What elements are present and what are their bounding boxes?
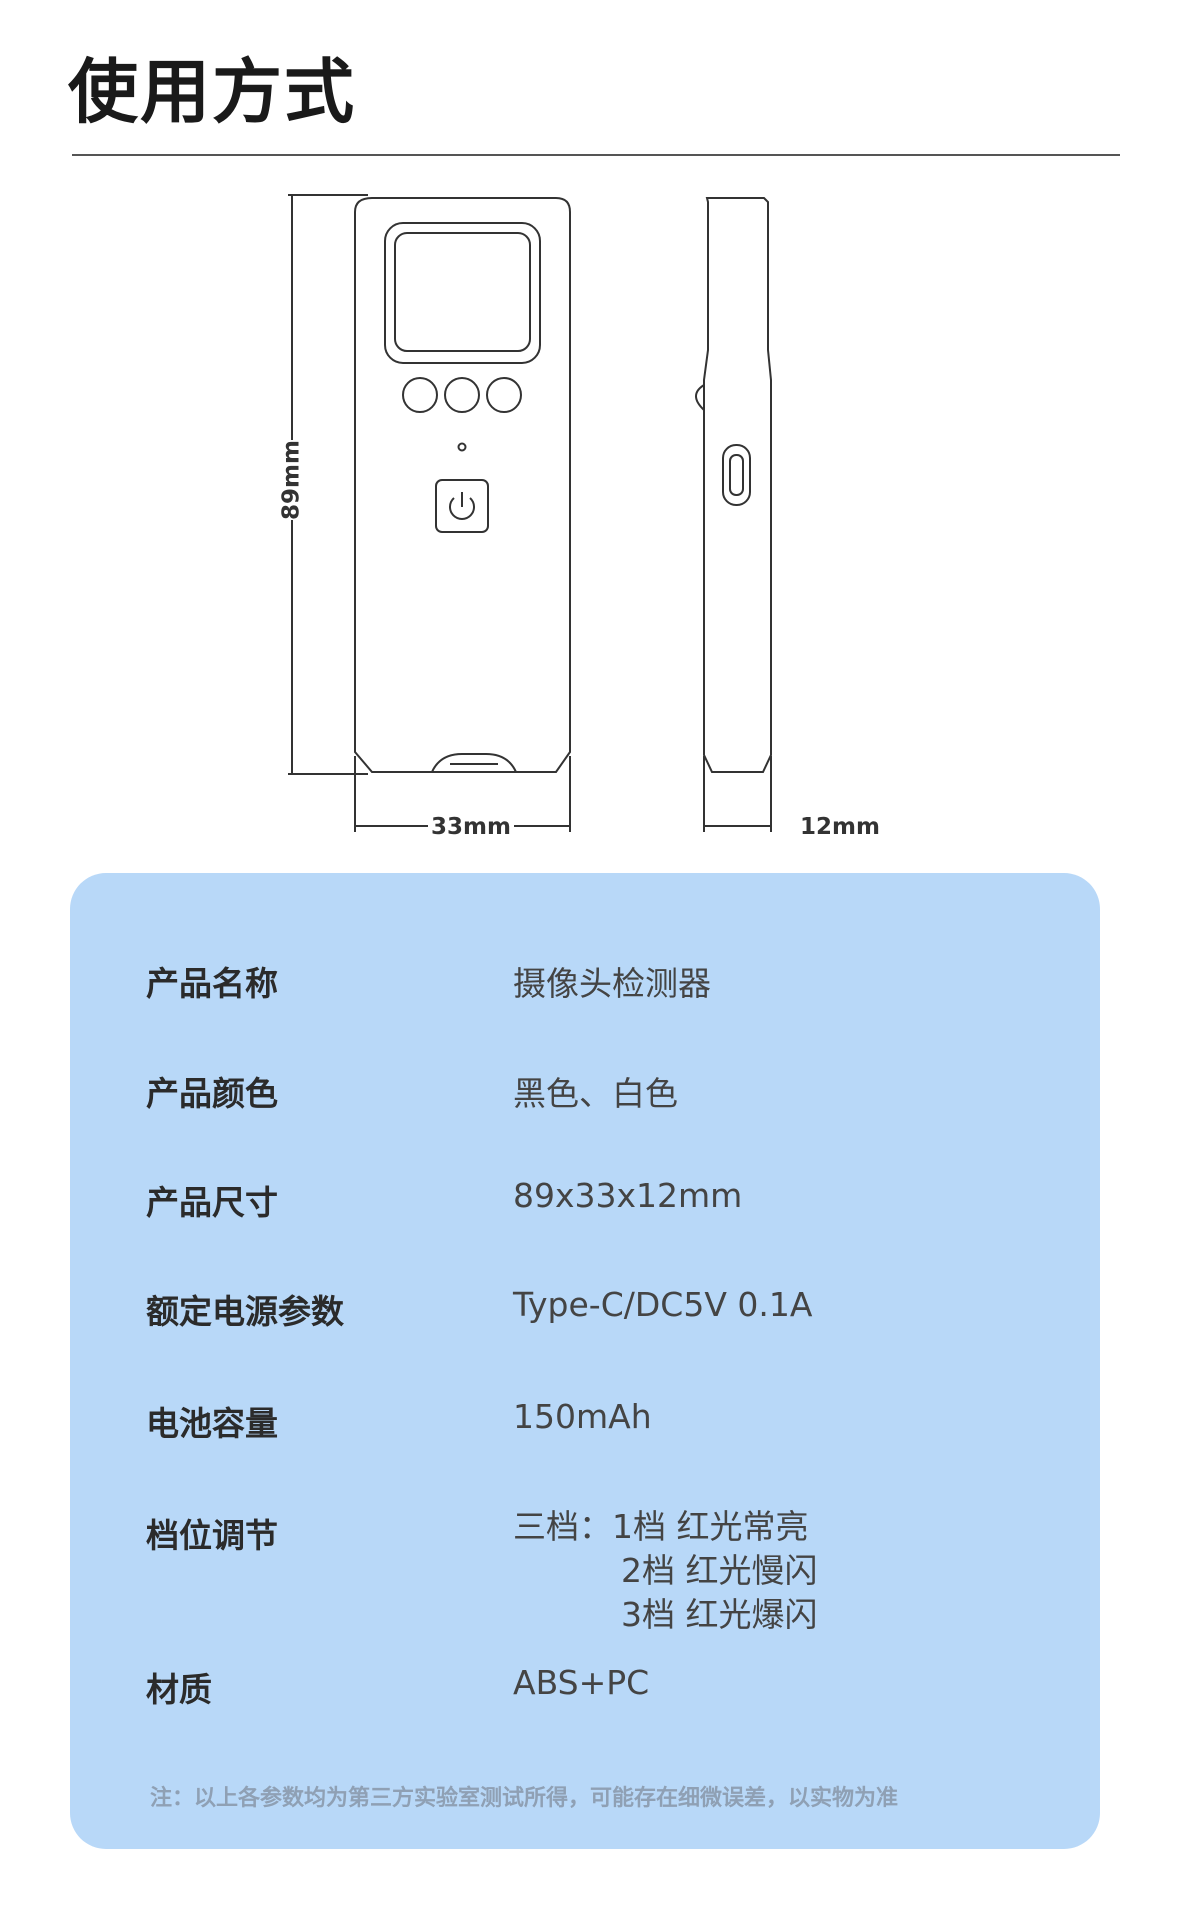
- title-divider: [72, 154, 1120, 156]
- spec-label-material: 材质: [146, 1670, 212, 1709]
- spec-label-modes: 档位调节: [146, 1516, 278, 1555]
- spec-label-color: 产品颜色: [146, 1074, 278, 1113]
- spec-value-name: 摄像头检测器: [513, 964, 711, 1003]
- depth-label: 12mm: [800, 814, 880, 840]
- side-body-outline: [703, 197, 772, 773]
- device-dimension-diagram: 89mm 33mm 12mm: [279, 194, 880, 840]
- mode-line-3: 3档 红光爆闪: [621, 1595, 818, 1634]
- led-dot: [457, 442, 467, 452]
- spec-label-size: 产品尺寸: [146, 1183, 278, 1222]
- power-button-icon: [435, 479, 489, 533]
- mode-line-1: 三档：1档 红光常亮: [513, 1507, 809, 1546]
- width-label: 33mm: [431, 814, 511, 840]
- indicator-circle-1: [402, 377, 438, 413]
- spec-value-size: 89x33x12mm: [513, 1176, 743, 1215]
- mode-line-2: 2档 红光慢闪: [621, 1551, 818, 1590]
- width-dimension: [354, 756, 571, 832]
- front-view: [354, 197, 571, 773]
- spec-label-battery: 电池容量: [146, 1404, 278, 1443]
- height-label: 89mm: [279, 440, 305, 520]
- spec-value-battery: 150mAh: [513, 1397, 652, 1436]
- spec-value-modes: 三档：1档 红光常亮 2档 红光慢闪 3档 红光爆闪: [513, 1505, 818, 1637]
- lens-frame-outer: [384, 222, 541, 364]
- page-title: 使用方式: [68, 51, 356, 133]
- spec-value-power: Type-C/DC5V 0.1A: [513, 1285, 813, 1324]
- front-body-outline: [354, 197, 571, 773]
- lens-frame-inner: [394, 232, 531, 352]
- side-view: [695, 197, 772, 773]
- depth-dimension: [703, 756, 772, 832]
- spec-label-power: 额定电源参数: [146, 1292, 344, 1331]
- spec-value-color: 黑色、白色: [513, 1074, 678, 1113]
- bottom-notch: [431, 753, 517, 773]
- indicator-circle-2: [444, 377, 480, 413]
- spec-value-material: ABS+PC: [513, 1663, 650, 1702]
- footnote: 注：以上各参数均为第三方实验室测试所得，可能存在细微误差，以实物为准: [150, 1786, 899, 1811]
- indicator-circle-3: [486, 377, 522, 413]
- spec-label-name: 产品名称: [146, 964, 278, 1003]
- side-lanyard-loop: [695, 384, 705, 411]
- spec-card: 产品名称 摄像头检测器 产品颜色 黑色、白色 产品尺寸 89x33x12mm 额…: [70, 873, 1100, 1849]
- type-c-port-icon: [722, 444, 751, 506]
